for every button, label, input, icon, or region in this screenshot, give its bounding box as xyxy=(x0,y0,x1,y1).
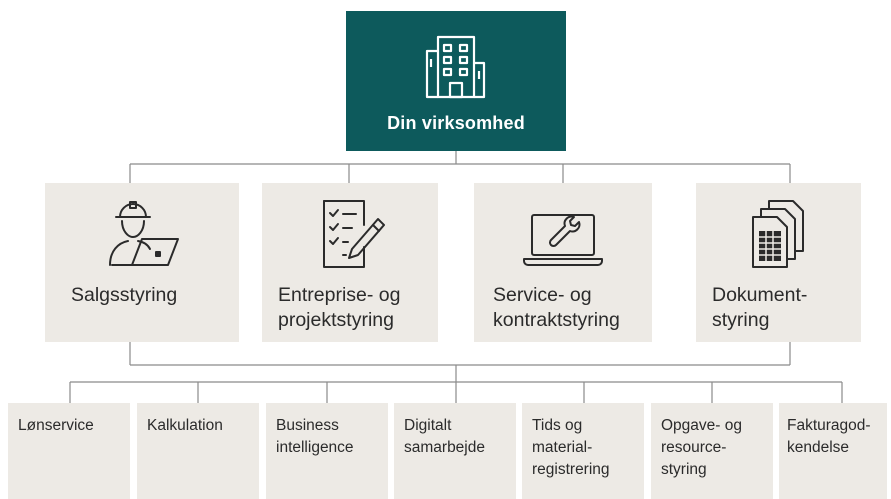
service-label: Kalkulation xyxy=(147,417,223,434)
service-box: Lønservice xyxy=(8,403,130,499)
service-box: Fakturagod- kendelse xyxy=(779,403,887,499)
module-box-projects: Entreprise- og projektstyring xyxy=(262,183,438,342)
service-label: Tids og material- registrering xyxy=(532,417,610,478)
service-box: Opgave- og resource- styring xyxy=(651,403,773,499)
laptop-wrench-icon xyxy=(523,214,603,266)
service-label: Opgave- og resource- styring xyxy=(661,417,742,478)
worker-laptop-icon xyxy=(109,201,179,266)
service-box: Business intelligence xyxy=(266,403,388,499)
service-label: Lønservice xyxy=(18,417,94,434)
module-label: Service- og kontraktstyring xyxy=(493,284,620,331)
service-box: Tids og material- registrering xyxy=(522,403,644,499)
module-box-service: Service- og kontraktstyring xyxy=(474,183,652,342)
module-label: Entreprise- og projektstyring xyxy=(278,284,401,331)
office-building-icon xyxy=(425,35,486,99)
module-label: Dokument- styring xyxy=(712,284,808,331)
documents-stack-icon xyxy=(751,200,804,268)
service-label: Business intelligence xyxy=(276,417,354,456)
module-box-documents: Dokument- styring xyxy=(696,183,861,342)
service-label: Fakturagod- kendelse xyxy=(787,417,871,456)
root-node: Din virksomhed xyxy=(346,11,566,151)
checklist-pencil-icon xyxy=(323,200,385,268)
module-box-sales: Salgsstyring xyxy=(45,183,239,342)
service-label: Digitalt samarbejde xyxy=(404,417,485,456)
root-label: Din virksomhed xyxy=(387,113,525,133)
module-label: Salgsstyring xyxy=(71,284,178,306)
service-box: Digitalt samarbejde xyxy=(394,403,516,499)
service-box: Kalkulation xyxy=(137,403,259,499)
